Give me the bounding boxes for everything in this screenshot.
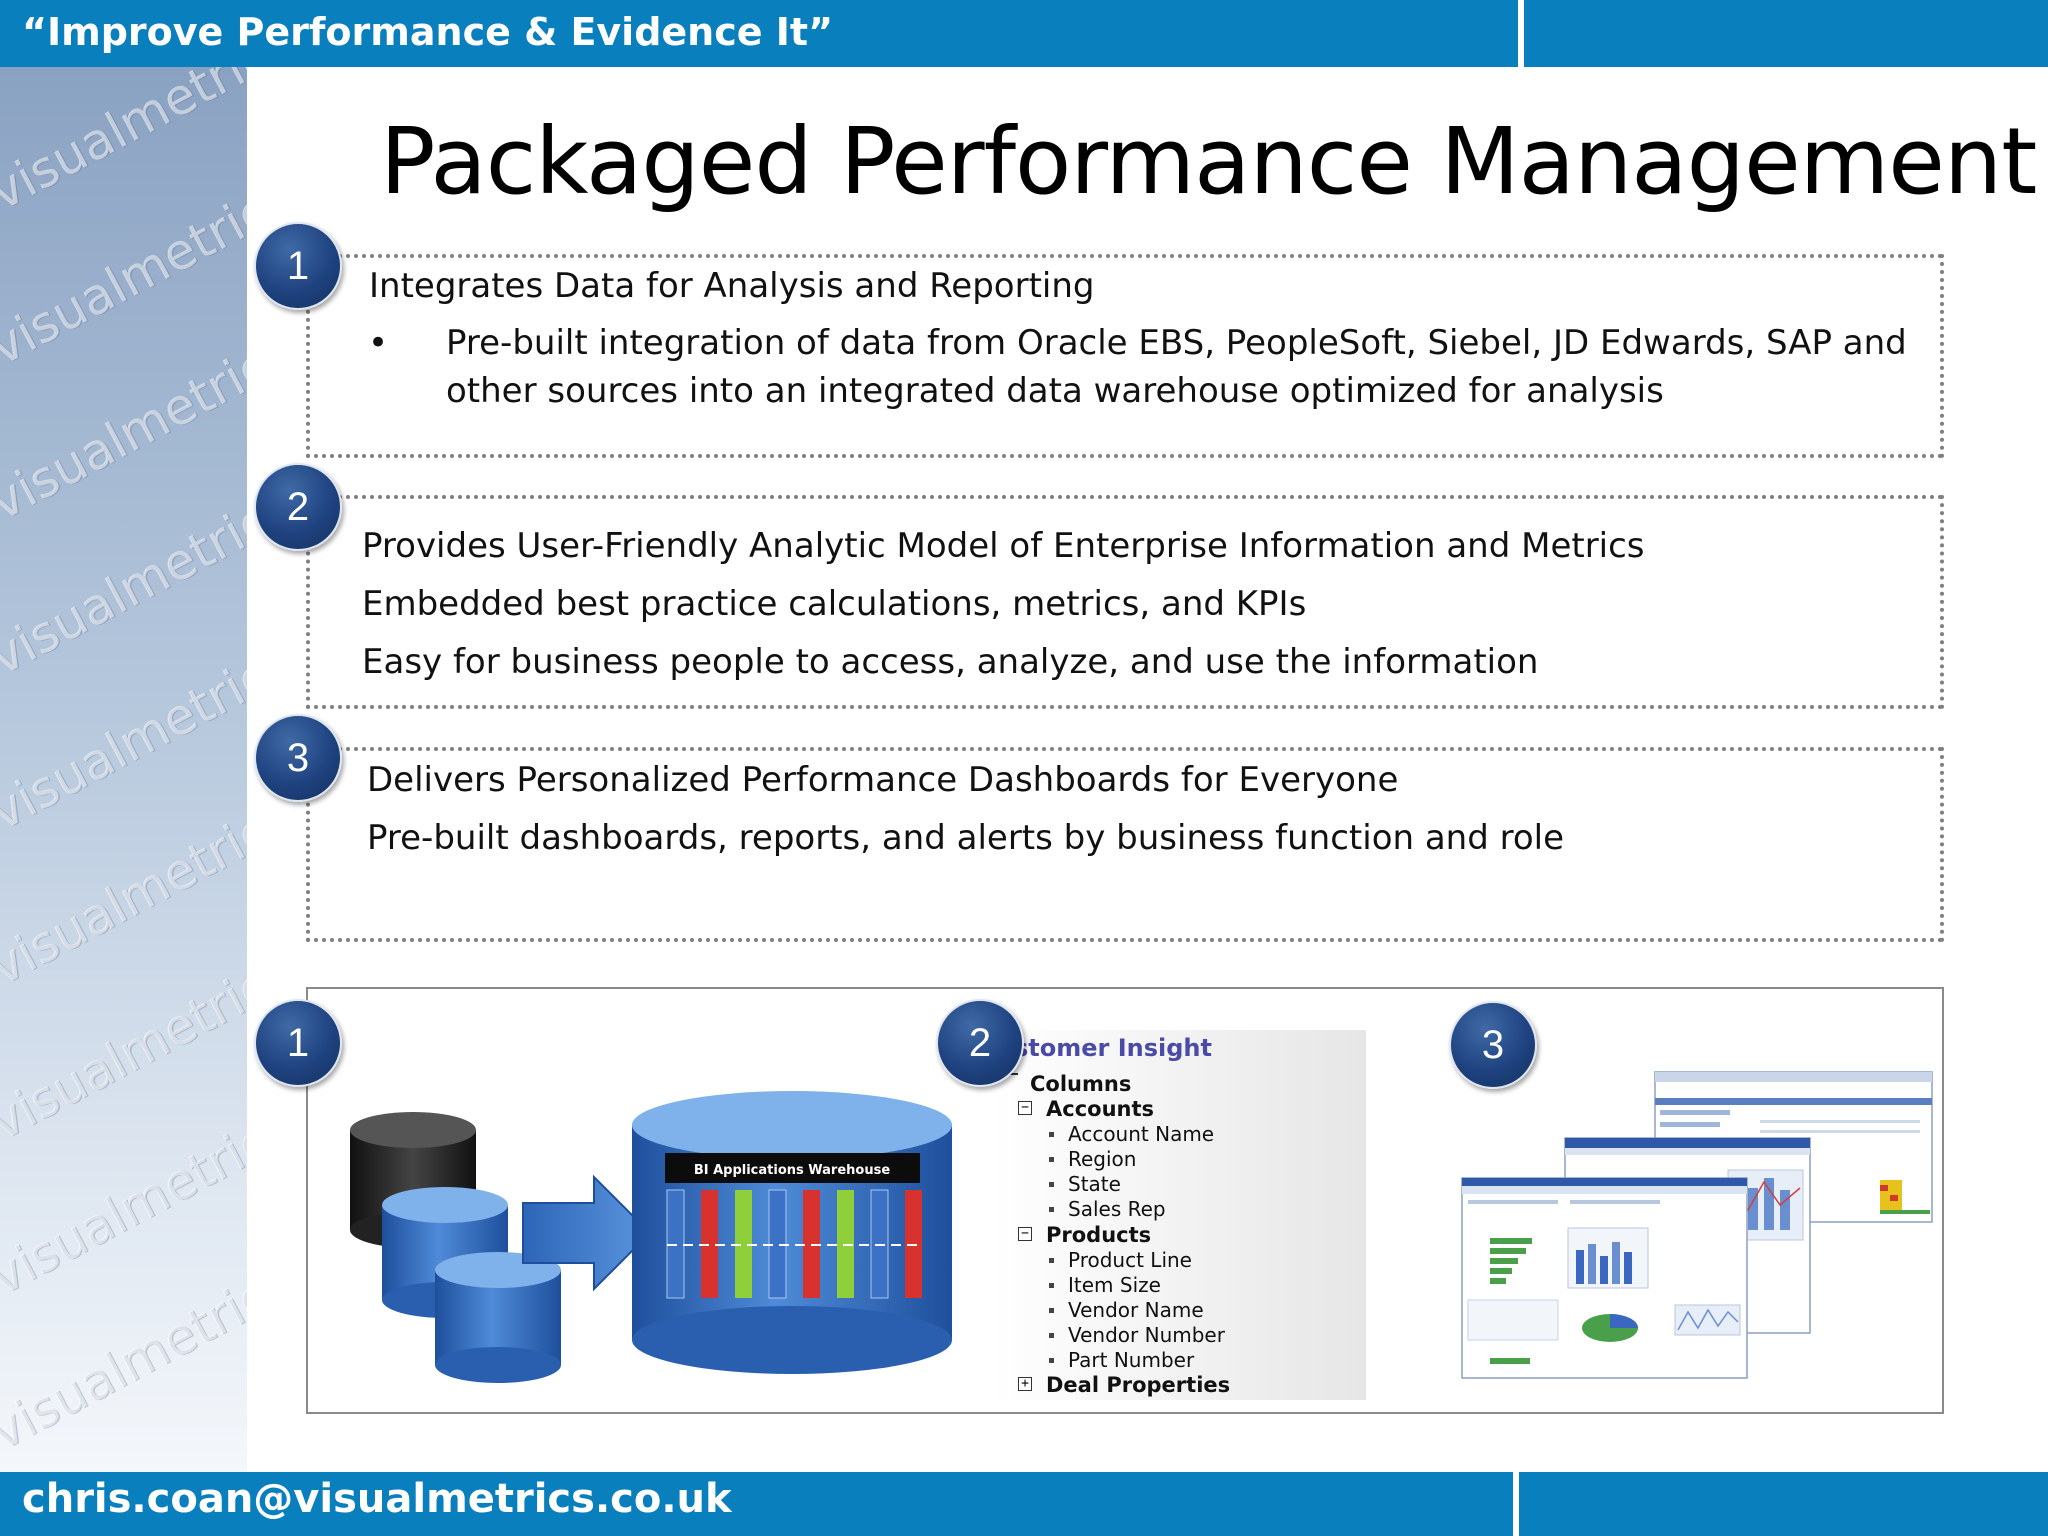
figure-marker-2: 2 (936, 999, 1024, 1087)
collapse-toggle-icon[interactable]: − (1018, 1101, 1032, 1115)
tree-leaf-bullet (1049, 1283, 1054, 1288)
header-bar (0, 0, 1518, 67)
collapse-toggle-icon[interactable]: − (1018, 1227, 1032, 1241)
point-2-marker: 2 (254, 463, 342, 551)
figure-marker-1: 1 (254, 999, 342, 1087)
figure-marker-3: 3 (1449, 1001, 1537, 1089)
integration-arrow-icon (522, 1174, 652, 1292)
tree-item[interactable]: Account Name (1068, 1122, 1215, 1146)
slide-title: Packaged Performance Management (380, 108, 2037, 215)
warehouse-module (701, 1190, 718, 1298)
footer-email[interactable]: chris.coan@visualmetrics.co.uk (22, 1476, 732, 1522)
tree-item[interactable]: Part Number (1068, 1348, 1195, 1372)
point-1-bullet: • (368, 323, 389, 363)
point-2-line: Easy for business people to access, anal… (362, 642, 1539, 682)
dashboard-window-front (1461, 1177, 1748, 1379)
point-1-line: other sources into an integrated data wa… (446, 371, 1664, 411)
point-3-marker: 3 (254, 714, 342, 802)
point-1-box (306, 254, 1944, 458)
tree-folder-deal-properties[interactable]: Deal Properties (1046, 1373, 1231, 1397)
header-bar-right (1524, 0, 2048, 67)
expand-toggle-icon[interactable]: + (1018, 1377, 1032, 1391)
warehouse-label-bar (665, 1153, 920, 1183)
point-2-box (306, 495, 1944, 709)
tree-item[interactable]: Vendor Name (1068, 1298, 1204, 1322)
tree-folder-accounts[interactable]: Accounts (1046, 1097, 1155, 1121)
tree-leaf-bullet (1049, 1207, 1054, 1212)
point-2-line: Embedded best practice calculations, met… (362, 584, 1307, 624)
tree-item[interactable]: State (1068, 1172, 1121, 1196)
footer-bar-right (1519, 1472, 2048, 1536)
tree-folder-products[interactable]: Products (1046, 1223, 1152, 1247)
watermark-text: visualmetrics (0, 67, 247, 222)
tree-item[interactable]: Product Line (1068, 1248, 1192, 1272)
tree-item[interactable]: Sales Rep (1068, 1197, 1166, 1221)
dashboards-illustration (1461, 1071, 1933, 1379)
tree-item[interactable]: Region (1068, 1147, 1137, 1171)
sidebar-watermark-panel: visualmetrics visualmetrics visualmetric… (0, 67, 247, 1472)
tree-leaf-bullet (1049, 1157, 1054, 1162)
tree-heading: stomer Insight (1014, 1034, 1212, 1062)
tree-leaf-bullet (1049, 1308, 1054, 1313)
point-3-line: Pre-built dashboards, reports, and alert… (367, 818, 1565, 858)
point-2-line: Provides User-Friendly Analytic Model of… (362, 526, 1645, 566)
warehouse-module (735, 1190, 752, 1298)
point-1-heading: Integrates Data for Analysis and Reporti… (369, 266, 1095, 306)
tree-leaf-bullet (1049, 1132, 1054, 1137)
data-warehouse-illustration: BI Applications Warehouse (350, 1091, 952, 1383)
tree-item[interactable]: Item Size (1068, 1273, 1161, 1297)
tree-leaf-bullet (1049, 1182, 1054, 1187)
subject-area-tree (990, 1030, 1366, 1400)
tree-leaf-bullet (1049, 1333, 1054, 1338)
tree-leaf-bullet (1049, 1258, 1054, 1263)
point-1-line: Pre-built integration of data from Oracl… (446, 323, 1907, 363)
point-3-box (306, 747, 1944, 942)
warehouse-label: BI Applications Warehouse (694, 1163, 891, 1178)
point-3-line: Delivers Personalized Performance Dashbo… (367, 760, 1399, 800)
tree-columns-folder[interactable]: Columns (1030, 1072, 1132, 1096)
tree-item[interactable]: Vendor Number (1068, 1323, 1225, 1347)
point-1-marker: 1 (254, 222, 342, 310)
footer-bar (0, 1472, 1513, 1536)
tree-leaf-bullet (1049, 1358, 1054, 1363)
source-cylinder-blue (435, 1252, 561, 1383)
header-tagline: “Improve Performance & Evidence It” (22, 10, 834, 54)
